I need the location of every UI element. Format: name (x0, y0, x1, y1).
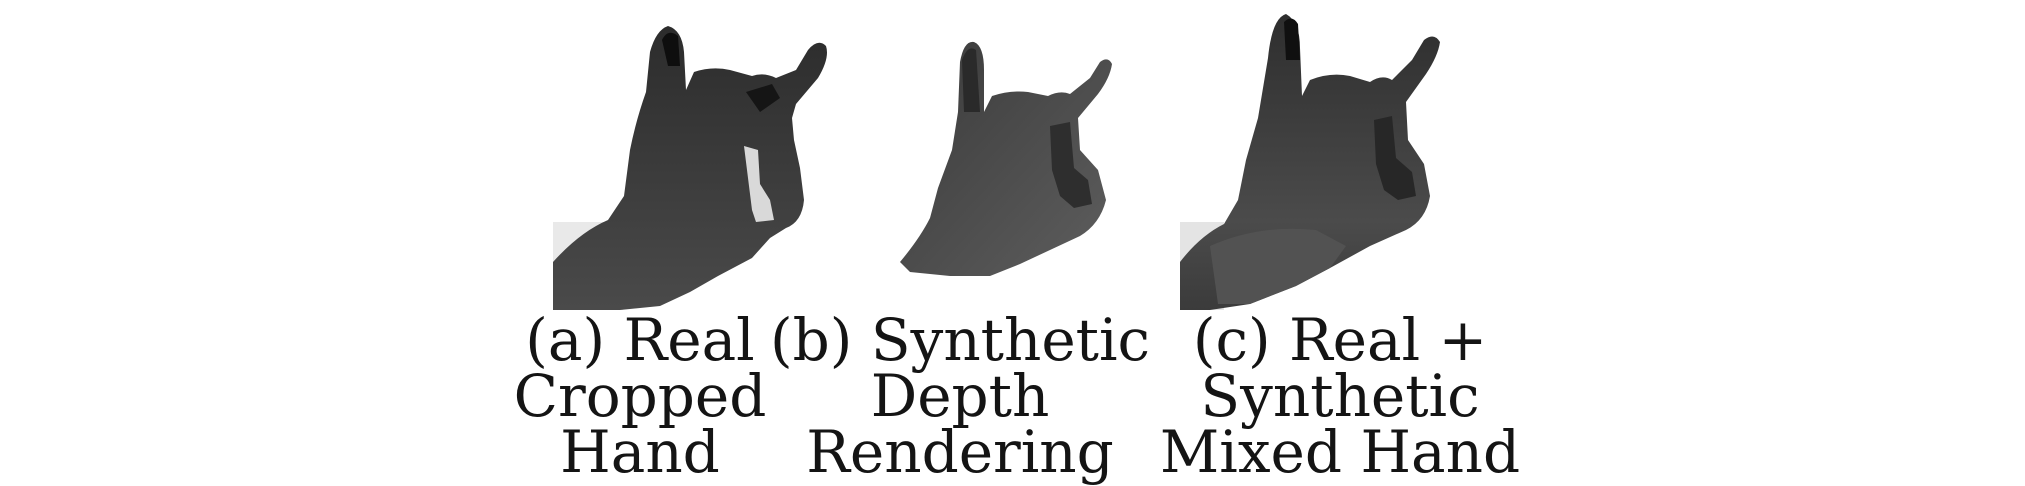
caption-a-line-2: Cropped (513, 362, 767, 430)
finger-shadow (1050, 122, 1092, 208)
caption-c-line-1: (c) Real + (1192, 306, 1488, 374)
caption-a-line-1: (a) Real (525, 306, 755, 374)
caption-b: (b) Synthetic Depth Rendering (770, 306, 1151, 486)
caption-c-line-3: Mixed Hand (1159, 418, 1521, 486)
caption-c-line-2: Synthetic (1200, 362, 1480, 430)
caption-c: (c) Real + Synthetic Mixed Hand (1150, 306, 1530, 486)
caption-a-line-3: Hand (560, 418, 720, 486)
shadow (746, 84, 780, 112)
caption-a: (a) Real Cropped Hand (500, 306, 780, 486)
hand-silhouette-a (553, 26, 827, 310)
hand-silhouette-b (900, 41, 1112, 277)
synthetic-wrist-region (1210, 228, 1346, 304)
caption-b-line-2: Depth (870, 362, 1050, 430)
finger-edge-highlight (744, 146, 774, 222)
finger-tip (662, 32, 680, 66)
finger-tip (962, 48, 980, 112)
finger-shadow (1374, 116, 1416, 200)
caption-b-line-3: Rendering (806, 418, 1114, 486)
finger-tip (1284, 18, 1300, 61)
caption-b-line-1: (b) Synthetic (770, 306, 1151, 374)
